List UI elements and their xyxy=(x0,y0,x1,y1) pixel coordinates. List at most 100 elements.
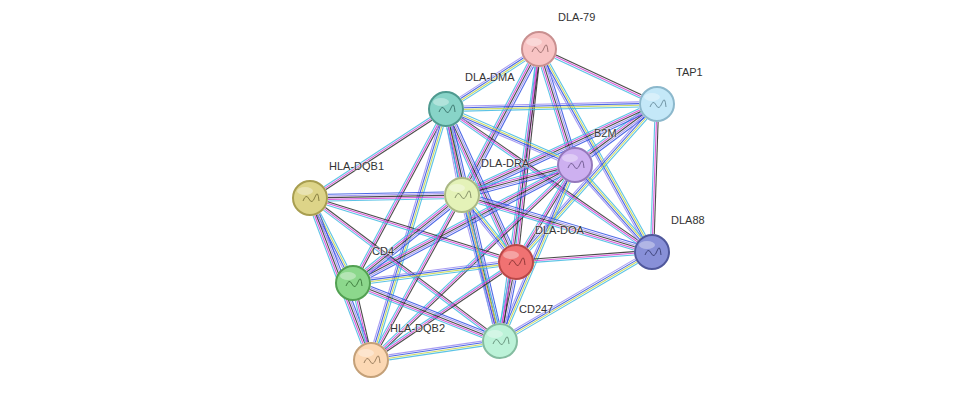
structure-glyph xyxy=(364,356,380,364)
evidence-line xyxy=(516,262,637,333)
protein-circle xyxy=(444,177,480,213)
evidence-line xyxy=(370,290,484,335)
evidence-line xyxy=(534,253,634,260)
protein-label: DLA-DMA xyxy=(465,71,515,83)
node-disc xyxy=(445,178,479,212)
evidence-line xyxy=(323,210,484,331)
interaction-edge xyxy=(464,102,639,111)
evidence-line xyxy=(479,200,635,247)
interaction-edge xyxy=(461,114,559,160)
protein-node: HLA-DQB2 xyxy=(353,342,389,378)
protein-label: HLA-DQB2 xyxy=(390,322,445,334)
interaction-edge xyxy=(328,192,444,201)
evidence-line xyxy=(502,279,511,323)
protein-node: HLA-DQB1 xyxy=(292,180,328,216)
node-disc xyxy=(483,324,517,358)
node-disc xyxy=(640,87,674,121)
evidence-line xyxy=(586,179,639,239)
evidence-line xyxy=(368,293,482,338)
evidence-line xyxy=(478,203,634,250)
evidence-line xyxy=(371,262,498,278)
protein-label: DLA-DRA xyxy=(481,157,529,169)
evidence-line xyxy=(371,267,498,283)
structure-glyph xyxy=(346,279,362,287)
protein-circle xyxy=(292,180,328,216)
protein-circle xyxy=(498,244,534,280)
evidence-line xyxy=(556,55,641,95)
node-disc xyxy=(635,235,669,269)
evidence-line xyxy=(371,263,498,279)
evidence-line xyxy=(462,117,558,159)
interaction-edge xyxy=(471,207,506,249)
evidence-line xyxy=(389,344,482,358)
protein-node: DLA-79 xyxy=(521,31,557,67)
node-disc xyxy=(499,245,533,279)
structure-glyph xyxy=(455,191,471,199)
protein-node: CD4 xyxy=(335,265,371,301)
protein-label: DLA88 xyxy=(671,214,705,226)
evidence-line xyxy=(326,120,432,189)
interaction-edge xyxy=(500,279,516,324)
structure-glyph xyxy=(650,100,666,108)
evidence-line xyxy=(555,57,640,97)
interaction-edge xyxy=(587,112,644,157)
protein-circle xyxy=(353,342,389,378)
protein-node: TAP1 xyxy=(639,86,675,122)
evidence-line xyxy=(500,279,509,323)
protein-label: CD4 xyxy=(372,245,394,257)
structure-glyph xyxy=(645,248,661,256)
evidence-line xyxy=(589,177,642,237)
node-highlight xyxy=(358,349,374,357)
evidence-line xyxy=(365,204,446,269)
evidence-line xyxy=(325,119,431,188)
protein-node: DLA-DOA xyxy=(498,244,534,280)
structure-glyph xyxy=(509,258,525,266)
evidence-line xyxy=(475,207,506,246)
protein-label: HLA-DQB1 xyxy=(329,160,384,172)
interaction-edge xyxy=(555,55,642,98)
node-highlight xyxy=(639,241,655,249)
protein-circle xyxy=(639,86,675,122)
protein-node: DLA-DMA xyxy=(428,91,464,127)
node-highlight xyxy=(526,38,542,46)
protein-node: CD247 xyxy=(482,323,518,359)
protein-label: CD247 xyxy=(519,303,553,315)
evidence-line xyxy=(460,121,636,243)
evidence-line xyxy=(389,343,482,357)
evidence-line xyxy=(534,255,634,262)
protein-label: TAP1 xyxy=(676,66,703,78)
interaction-edge xyxy=(478,197,635,250)
evidence-line xyxy=(480,197,636,244)
evidence-line xyxy=(383,176,561,346)
structure-glyph xyxy=(493,337,509,345)
evidence-line xyxy=(464,114,560,156)
evidence-line xyxy=(479,202,635,249)
evidence-line xyxy=(651,122,655,234)
evidence-line xyxy=(514,259,635,330)
protein-circle xyxy=(482,323,518,359)
protein-circle xyxy=(428,91,464,127)
protein-label: B2M xyxy=(594,127,617,139)
node-disc xyxy=(558,148,592,182)
structure-glyph xyxy=(303,194,319,202)
node-disc xyxy=(429,92,463,126)
evidence-line xyxy=(324,117,430,186)
node-disc xyxy=(293,181,327,215)
interaction-edge xyxy=(651,122,658,234)
interaction-edge xyxy=(534,252,634,263)
evidence-line xyxy=(464,102,639,106)
node-disc xyxy=(522,32,556,66)
node-highlight xyxy=(487,330,503,338)
protein-node: DLA88 xyxy=(634,234,670,270)
evidence-line xyxy=(478,112,640,188)
evidence-line xyxy=(357,301,367,343)
protein-circle xyxy=(634,234,670,270)
node-highlight xyxy=(433,98,449,106)
evidence-line xyxy=(515,260,636,331)
evidence-line xyxy=(555,58,640,98)
protein-label: DLA-79 xyxy=(558,11,595,23)
evidence-line xyxy=(388,341,481,355)
interaction-edge xyxy=(324,117,432,189)
node-highlight xyxy=(562,154,578,162)
node-disc xyxy=(336,266,370,300)
